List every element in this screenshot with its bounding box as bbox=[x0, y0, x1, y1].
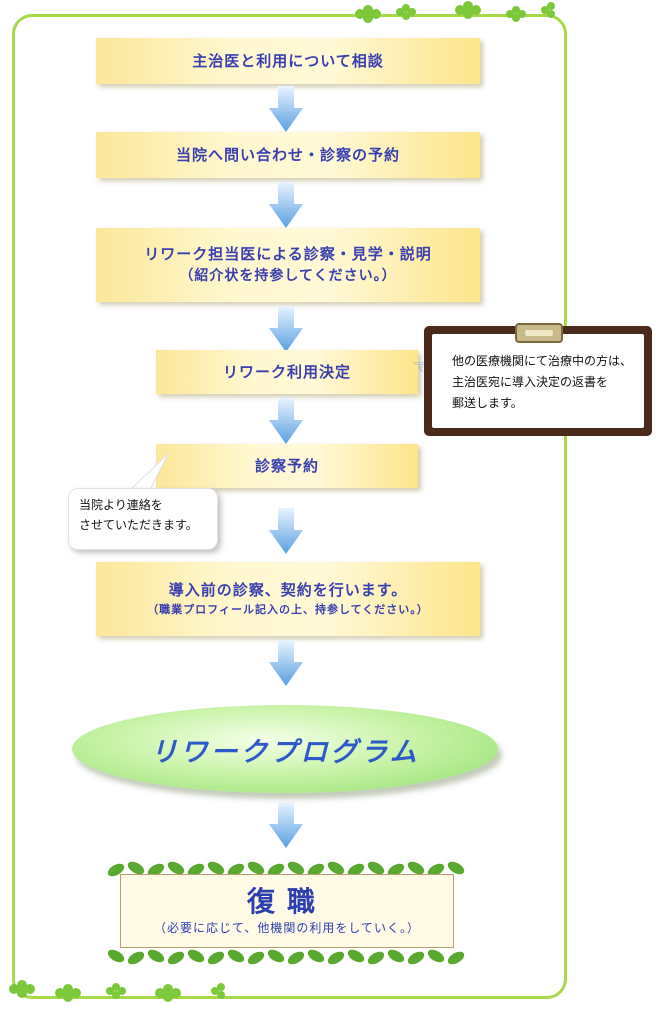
leaf-border-top bbox=[106, 856, 468, 882]
step-consult-doctor: 主治医と利用について相談 bbox=[96, 38, 480, 84]
step-examination-explanation: リワーク担当医による診察・見学・説明 （紹介状を持参してください。） bbox=[96, 228, 480, 302]
down-arrow-icon bbox=[269, 398, 303, 444]
clipboard-clip-icon bbox=[515, 323, 563, 343]
bubble-line-2: させていただきます。 bbox=[79, 518, 198, 532]
step-pre-introduction: 導入前の診察、契約を行います。 （職業プロフィール記入の上、持参してください。） bbox=[96, 562, 480, 636]
notice-line-1: 他の医療機関にて治療中の方は、 bbox=[452, 354, 633, 368]
rework-program-ellipse: リワークプログラム bbox=[72, 705, 498, 793]
down-arrow-icon bbox=[269, 640, 303, 686]
return-to-work-note: （必要に応じて、他機関の利用をしていく。） bbox=[153, 921, 421, 935]
step-6-label: 導入前の診察、契約を行います。 bbox=[168, 581, 408, 599]
step-5-label: 診察予約 bbox=[254, 457, 319, 475]
step-contact-reservation: 当院へ問い合わせ・診察の予約 bbox=[96, 132, 480, 178]
return-to-work-board: 復職 （必要に応じて、他機関の利用をしていく。） bbox=[120, 874, 454, 948]
step-usage-decision: リワーク利用決定 bbox=[156, 350, 418, 394]
step-6-sublabel: （職業プロフィール記入の上、持参してください。） bbox=[147, 603, 429, 616]
notice-line-3: 郵送します。 bbox=[452, 396, 523, 410]
step-3-sublabel: （紹介状を持参してください。） bbox=[179, 268, 397, 284]
notice-line-2: 主治医宛に導入決定の返書を bbox=[452, 375, 609, 389]
down-arrow-icon bbox=[269, 182, 303, 228]
step-1-label: 主治医と利用について相談 bbox=[192, 52, 384, 70]
return-to-work-title: 復職 bbox=[246, 885, 327, 918]
step-4-label: リワーク利用決定 bbox=[222, 363, 351, 381]
step-3-label: リワーク担当医による診察・見学・説明 bbox=[144, 245, 432, 263]
step-2-label: 当院へ問い合わせ・診察の予約 bbox=[175, 146, 400, 164]
rework-program-label: リワークプログラム bbox=[150, 736, 420, 768]
down-arrow-icon bbox=[269, 86, 303, 132]
step-examination-appointment: 診察予約 bbox=[156, 444, 418, 488]
return-to-work-panel: 復職 （必要に応じて、他機関の利用をしていく。） bbox=[106, 856, 468, 966]
notice-board: 他の医療機関にて治療中の方は、 主治医宛に導入決定の返書を 郵送します。 bbox=[424, 323, 652, 436]
bubble-tail bbox=[128, 453, 169, 491]
leaf-border-bottom bbox=[106, 944, 468, 970]
flow-frame bbox=[12, 14, 567, 999]
down-arrow-icon bbox=[269, 802, 303, 848]
down-arrow-icon bbox=[269, 306, 303, 352]
bubble-line-1: 当院より連絡を bbox=[79, 498, 163, 512]
clover-decoration-top bbox=[355, 1, 555, 23]
notice-paper: 他の医療機関にて治療中の方は、 主治医宛に導入決定の返書を 郵送します。 bbox=[432, 334, 644, 428]
contact-speech-bubble: 当院より連絡を させていただきます。 bbox=[68, 488, 218, 550]
down-arrow-icon bbox=[269, 508, 303, 554]
clover-decoration-bottom bbox=[9, 980, 225, 1002]
